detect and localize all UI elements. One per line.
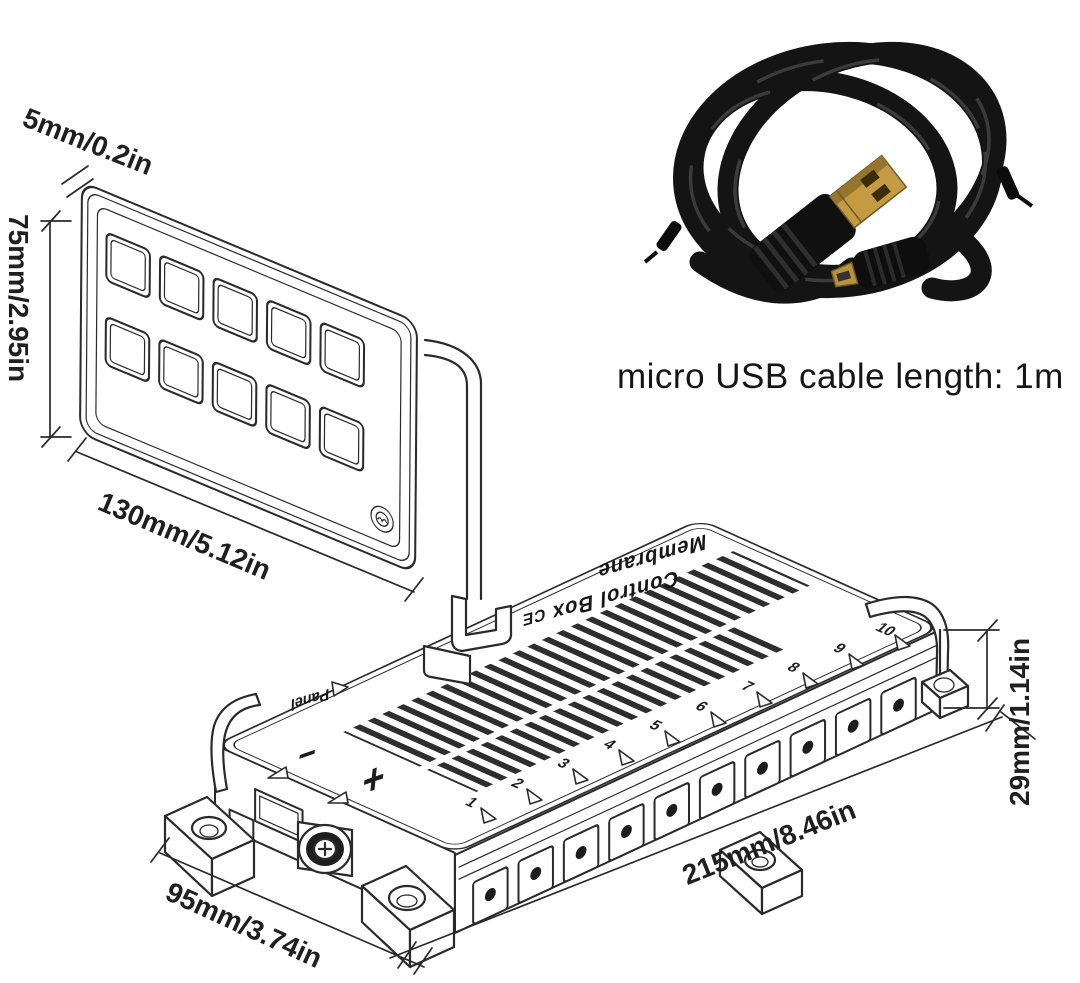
terminal-block xyxy=(472,866,509,925)
panel-buttons xyxy=(104,233,366,472)
panel-button xyxy=(265,300,312,366)
conduit-clip xyxy=(422,594,513,686)
panel-button xyxy=(211,361,258,427)
panel-button xyxy=(265,384,311,450)
panel-button xyxy=(158,339,204,405)
dimension-lines xyxy=(40,165,1036,975)
terminal-block xyxy=(698,761,736,820)
terminal-block xyxy=(562,824,600,883)
usb-a-connector xyxy=(749,154,908,292)
vent-slots-front xyxy=(427,624,790,793)
terminal-block xyxy=(880,676,917,736)
box-height-dimension: 29mm/1.14in xyxy=(1004,637,1035,806)
mounting-tab xyxy=(163,795,256,898)
box-left-rim xyxy=(210,692,262,794)
cable-tie xyxy=(643,166,1034,264)
terminal-blocks xyxy=(472,676,917,925)
panel-button xyxy=(158,255,205,321)
terminal-block xyxy=(744,740,781,799)
terminal-block xyxy=(517,845,554,904)
usb-a-metal-shell xyxy=(828,154,908,229)
terminal-number-labels: 1 2 3 4 5 6 7 8 9 10 xyxy=(461,620,911,824)
brand-logo-icon xyxy=(370,505,394,533)
terminal-block xyxy=(789,719,827,778)
ce-mark: CE xyxy=(521,604,546,629)
terminal-block xyxy=(608,803,645,862)
terminal-block xyxy=(653,782,691,841)
cable-length-caption: micro USB cable length: 1m xyxy=(617,357,1064,396)
panel-cable-conduit xyxy=(423,338,483,601)
minus-terminal-mark: − xyxy=(296,733,318,778)
panel-button xyxy=(105,233,151,298)
minus-arrow-icon xyxy=(267,766,289,779)
terminal-arrow-icon xyxy=(480,634,911,824)
mounting-tab xyxy=(718,830,804,916)
box-front-face xyxy=(454,628,942,935)
terminal-block xyxy=(834,697,872,757)
panel-button xyxy=(212,277,259,343)
panel-height-dimension: 75mm/2.95in xyxy=(3,214,34,383)
mounting-tab xyxy=(360,864,456,969)
vent-slots-back xyxy=(343,551,810,767)
usb-cable-drawing xyxy=(643,41,1034,304)
panel-button xyxy=(319,322,366,388)
usb-input-connector xyxy=(296,820,354,878)
panel-button xyxy=(104,317,151,382)
panel-button xyxy=(318,406,365,472)
panel-port-arrow-icon xyxy=(331,681,349,697)
mounting-tab xyxy=(920,668,970,720)
keypad-panel-drawing xyxy=(79,185,418,570)
plus-arrow-icon xyxy=(327,791,349,804)
micro-usb-connector xyxy=(830,236,930,289)
